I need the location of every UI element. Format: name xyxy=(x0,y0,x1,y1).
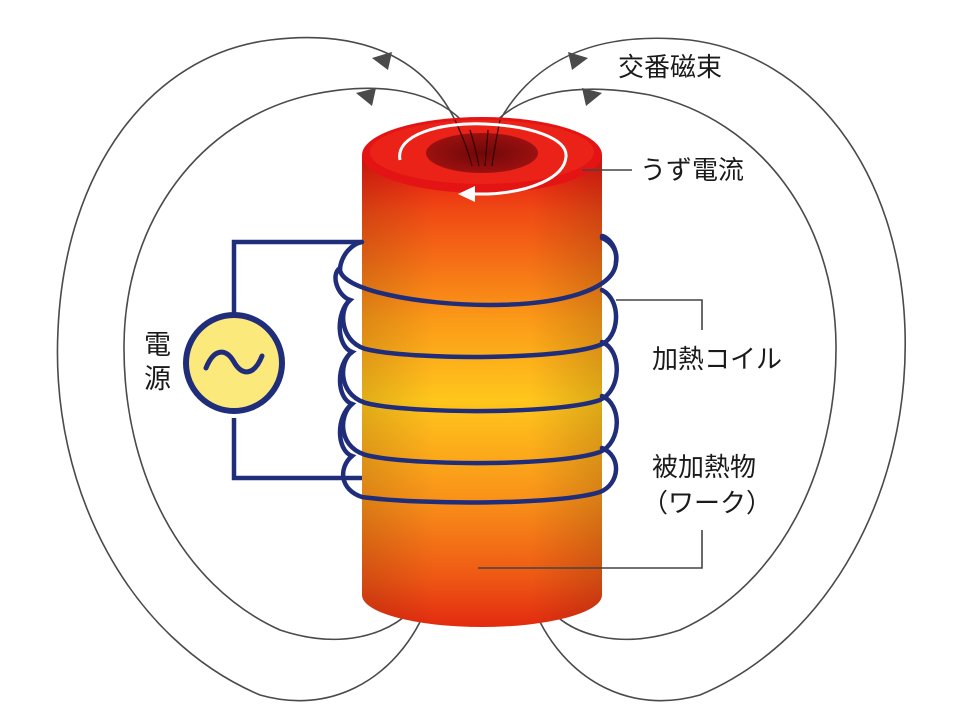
lead-wire-bottom xyxy=(231,418,362,481)
label-workpiece-line2: （ワーク） xyxy=(642,489,772,519)
flux-line-left-outer xyxy=(56,36,456,702)
coil-turn-3 xyxy=(337,297,619,414)
leader-workpiece xyxy=(478,530,703,569)
label-workpiece-line1: 被加熱物 xyxy=(652,453,756,483)
coil-turn-4 xyxy=(337,349,619,466)
arrowhead-icon xyxy=(372,52,392,70)
coil-turn-1 xyxy=(337,233,619,308)
label-heating-coil: 加熱コイル xyxy=(652,345,782,375)
heating-coil xyxy=(333,233,619,505)
flux-arrowheads xyxy=(356,52,602,106)
arrowhead-icon xyxy=(582,88,602,106)
power-circuit xyxy=(231,239,362,481)
lead-wire-top xyxy=(231,239,362,322)
leader-lines xyxy=(478,169,703,569)
cylinder-hole xyxy=(426,133,538,173)
flux-line-left-inner xyxy=(123,87,471,641)
label-power-line1: 電 xyxy=(144,330,171,361)
label-magnetic-flux: 交番磁束 xyxy=(618,53,722,83)
label-eddy-current: うず電流 xyxy=(640,156,744,186)
arrowhead-icon xyxy=(568,52,588,70)
flux-line-right-outer xyxy=(499,37,906,702)
label-power-line2: 源 xyxy=(144,364,171,395)
flux-line-right-inner xyxy=(487,88,837,641)
arrowhead-icon xyxy=(356,88,376,106)
leader-heating-coil xyxy=(616,299,703,330)
curved-arrow-icon xyxy=(398,122,568,202)
ac-sine-source-icon xyxy=(183,312,285,414)
coil-turn-5 xyxy=(337,401,619,505)
workpiece-cylinder xyxy=(362,117,602,627)
magnetic-flux-lines xyxy=(56,36,906,702)
